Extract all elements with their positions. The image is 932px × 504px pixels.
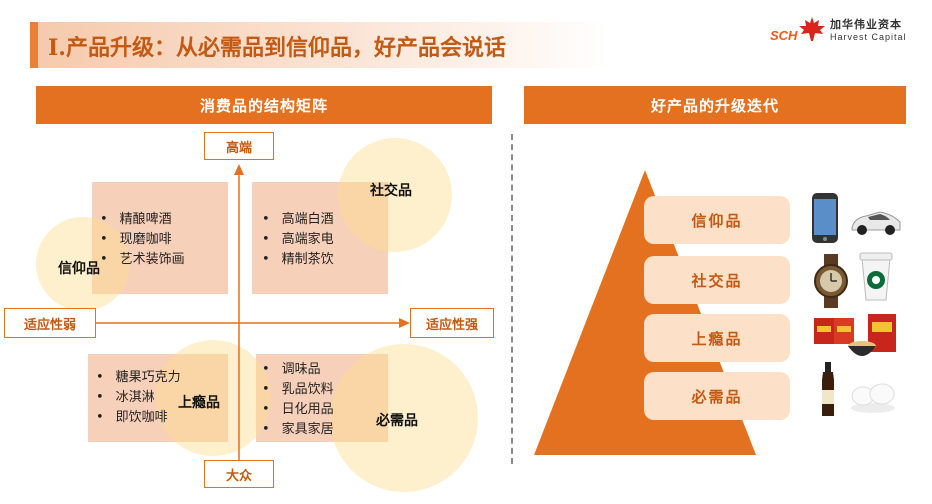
coffee-cup-icon xyxy=(859,252,893,301)
snack-box-icon xyxy=(814,318,854,344)
axis-label-bottom: 大众 xyxy=(204,460,274,488)
list-item: 乳品饮料 xyxy=(262,380,334,400)
circle-bixu xyxy=(330,344,478,492)
noodle-bowl-icon xyxy=(848,341,876,356)
pyramid-level-bixu: 必需品 xyxy=(644,372,790,420)
list-item: 冰淇淋 xyxy=(96,388,181,408)
list-item: 即饮咖啡 xyxy=(96,408,181,428)
list-item: 现磨咖啡 xyxy=(100,230,185,250)
axis-label-top: 高端 xyxy=(204,132,274,160)
section-divider xyxy=(511,134,513,464)
pyramid-level-xinyang: 信仰品 xyxy=(644,196,790,244)
list-item: 调味品 xyxy=(262,360,334,380)
circle-label-xinyang: 信仰品 xyxy=(58,261,100,277)
list-item: 高端白酒 xyxy=(262,210,334,230)
list-item: 糖果巧克力 xyxy=(96,368,181,388)
circle-shejiao xyxy=(338,138,452,252)
pyramid-level-shangyin: 上瘾品 xyxy=(644,314,790,362)
logo-name-en: Harvest Capital xyxy=(830,32,907,42)
circle-label-shangyin: 上瘾品 xyxy=(178,395,220,411)
list-top-left: 精酿啤酒 现磨咖啡 艺术装饰画 xyxy=(100,210,185,270)
sports-car-icon xyxy=(851,211,901,235)
soy-sauce-bottle-icon xyxy=(822,362,834,416)
logo-brand: SCH xyxy=(770,28,798,43)
list-top-right: 高端白酒 高端家电 精制茶饮 xyxy=(262,210,334,270)
list-item: 家具家居 xyxy=(262,420,334,440)
list-item: 高端家电 xyxy=(262,230,334,250)
smartphone-icon xyxy=(812,193,838,243)
list-item: 精制茶饮 xyxy=(262,250,334,270)
list-item: 日化用品 xyxy=(262,400,334,420)
circle-label-bixu: 必需品 xyxy=(376,413,418,429)
axis-label-left: 适应性弱 xyxy=(4,308,96,338)
pyramid-section-header: 好产品的升级迭代 xyxy=(524,86,906,124)
matrix-section-header: 消费品的结构矩阵 xyxy=(36,86,492,124)
logo-name-cn: 加华伟业资本 xyxy=(830,18,902,31)
pyramid-level-shejiao: 社交品 xyxy=(644,256,790,304)
list-item: 精酿啤酒 xyxy=(100,210,185,230)
circle-label-shejiao: 社交品 xyxy=(370,183,412,199)
list-bottom-right: 调味品 乳品饮料 日化用品 家具家居 xyxy=(262,360,334,440)
watch-icon xyxy=(814,254,848,308)
page-title: I.产品升级：从必需品到信仰品，好产品会说话 xyxy=(48,35,506,61)
maple-leaf-icon xyxy=(799,17,825,41)
title-bar xyxy=(30,22,610,68)
steamed-bun-icon xyxy=(851,383,895,413)
list-item: 艺术装饰画 xyxy=(100,250,185,270)
title-accent xyxy=(30,22,38,68)
list-bottom-left: 糖果巧克力 冰淇淋 即饮咖啡 xyxy=(96,368,181,428)
axis-label-right: 适应性强 xyxy=(410,308,494,338)
